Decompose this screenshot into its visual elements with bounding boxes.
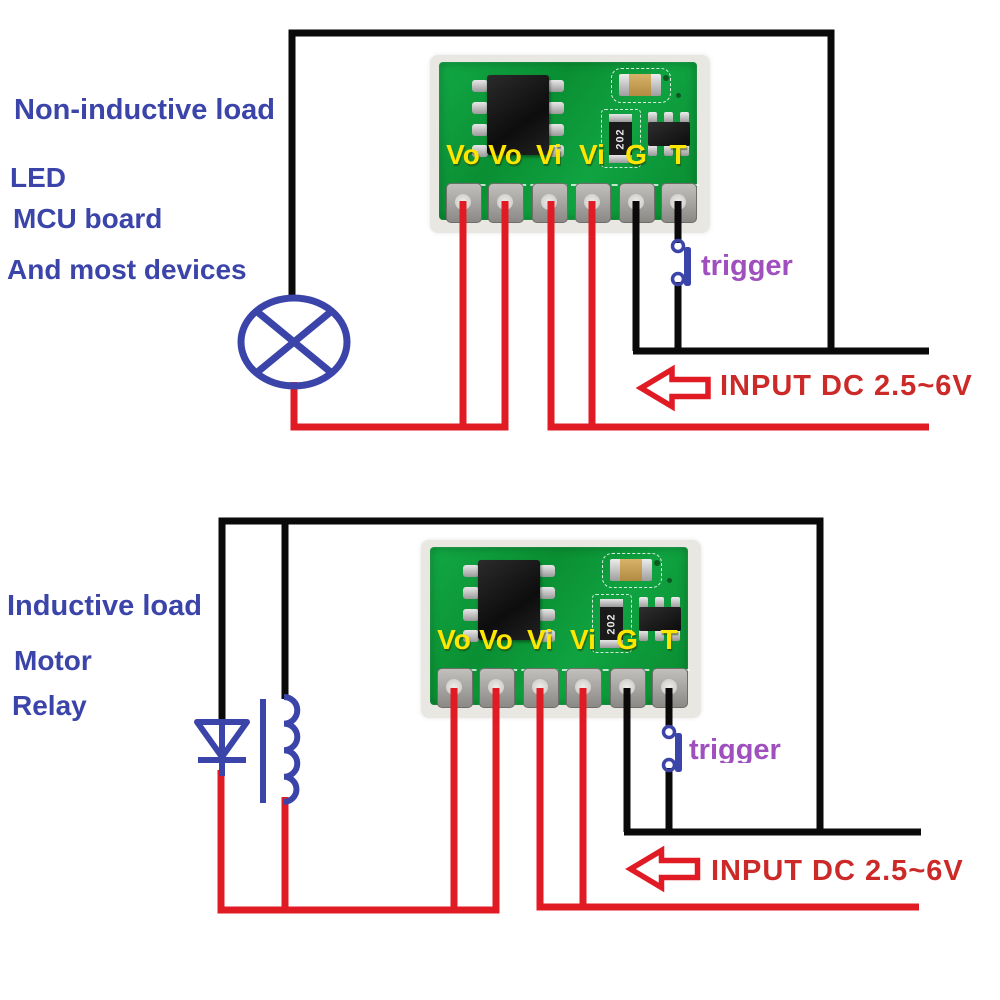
- ic-pin: [539, 587, 555, 599]
- ic-pin: [548, 124, 564, 136]
- ic-pin: [463, 587, 479, 599]
- solder-pad: [619, 183, 655, 223]
- solder-pad: [446, 183, 482, 223]
- pcb-dot: [654, 560, 660, 566]
- solder-pad: [575, 183, 611, 223]
- lamp-icon: [237, 294, 351, 390]
- pcb-dot: [676, 93, 681, 98]
- top-input-label: INPUT DC 2.5~6V: [720, 370, 973, 402]
- pcb-module-bottom: 202 Vo Vo Vi Vi G T: [421, 540, 701, 718]
- pin-label-t: T: [660, 624, 678, 655]
- solder-pad: [661, 183, 697, 223]
- pin-label-vi2: Vi: [579, 139, 605, 170]
- top-load-title: Non-inductive load: [14, 94, 275, 126]
- trigger-button-icon-bottom: [661, 724, 682, 773]
- ic-pin: [463, 609, 479, 621]
- top-load-item-devices: And most devices: [7, 254, 247, 285]
- diode-icon: [194, 719, 250, 776]
- ic-pin: [472, 80, 488, 92]
- solder-pad: [479, 668, 515, 708]
- input-arrow-icon-top: [635, 364, 711, 412]
- inductor-coil-icon: [260, 694, 301, 805]
- bottom-load-item-motor: Motor: [14, 645, 92, 676]
- solder-pad: [652, 668, 688, 708]
- bottom-load-title: Inductive load: [7, 590, 202, 622]
- ic-pin: [472, 102, 488, 114]
- top-trigger-label: trigger: [701, 250, 793, 282]
- pcb-module-top: 202 Vo Vo Vi Vi G T: [430, 55, 710, 233]
- ic-pin: [463, 565, 479, 577]
- pcb-dot: [667, 578, 672, 583]
- pcb-dot: [663, 75, 669, 81]
- solder-pad: [610, 668, 646, 708]
- pin-label-t: T: [669, 139, 687, 170]
- ic-pin: [539, 565, 555, 577]
- ic-pin: [548, 80, 564, 92]
- smd-capacitor: [619, 74, 661, 96]
- solder-pad: [488, 183, 524, 223]
- solder-pad: [566, 668, 602, 708]
- bottom-input-label: INPUT DC 2.5~6V: [711, 855, 964, 887]
- smd-capacitor: [610, 559, 652, 581]
- pin-label-vo2: Vo: [488, 139, 522, 170]
- pin-label-vi2: Vi: [570, 624, 596, 655]
- solder-pad: [532, 183, 568, 223]
- trigger-button-icon-top: [670, 238, 691, 287]
- input-arrow-icon-bottom: [625, 845, 701, 893]
- ic-pin: [539, 609, 555, 621]
- ic-pin: [548, 102, 564, 114]
- bottom-load-item-relay: Relay: [12, 690, 87, 721]
- bottom-trigger-label: trigger: [689, 734, 781, 763]
- solder-pad: [437, 668, 473, 708]
- top-load-item-mcu: MCU board: [13, 203, 163, 234]
- top-load-item-led: LED: [10, 162, 66, 193]
- solder-pad: [523, 668, 559, 708]
- pin-label-vo2: Vo: [479, 624, 513, 655]
- ic-pin: [472, 124, 488, 136]
